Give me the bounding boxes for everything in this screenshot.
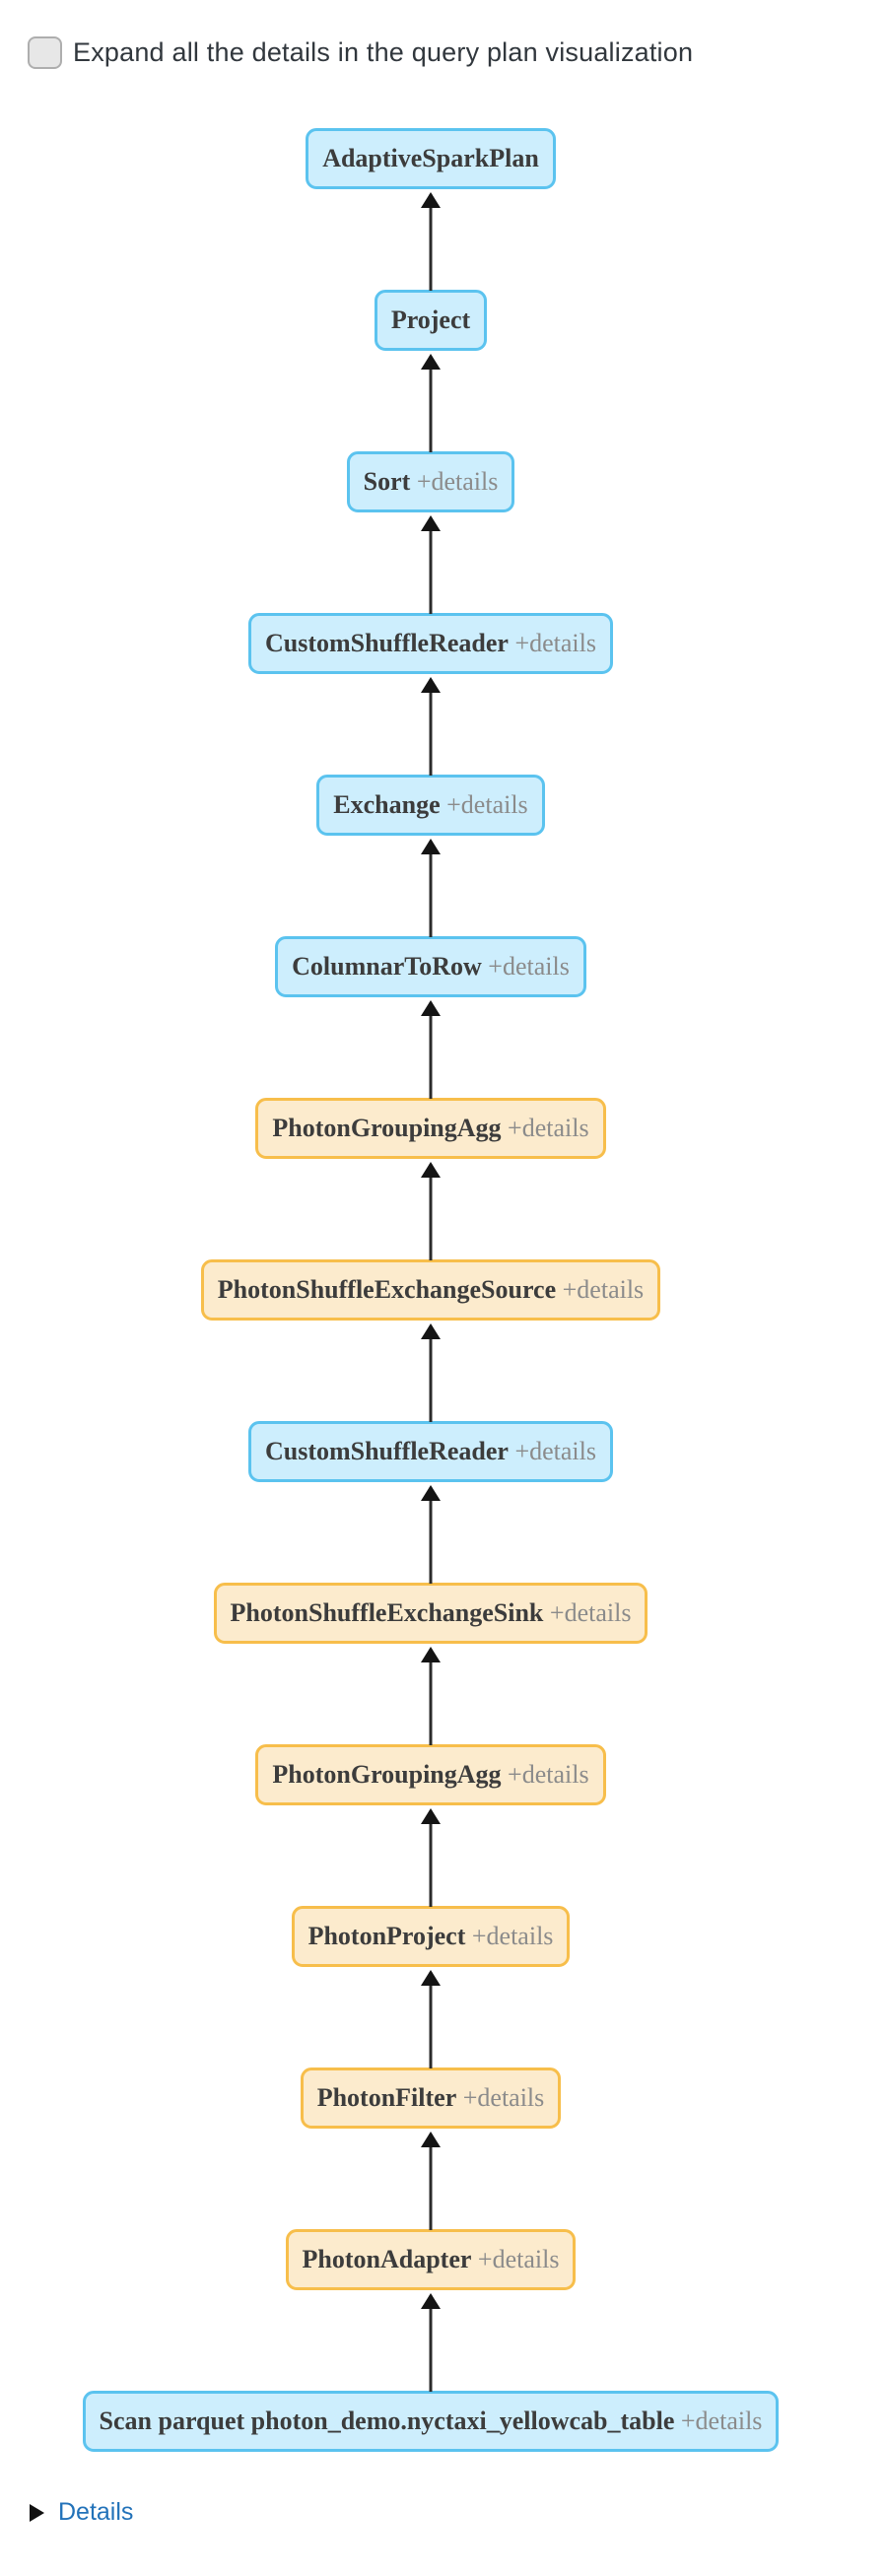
node-details-toggle[interactable]: +details	[508, 1437, 597, 1465]
plan-edge	[418, 1321, 444, 1422]
arrow-up-icon	[421, 192, 441, 208]
node-label: Scan parquet photon_demo.nyctaxi_yellowc…	[99, 2407, 675, 2435]
node-details-toggle[interactable]: +details	[556, 1275, 645, 1304]
node-label: Sort	[363, 467, 411, 496]
arrow-up-icon	[421, 839, 441, 854]
plan-edge	[418, 351, 444, 452]
node-details-toggle[interactable]: +details	[440, 790, 528, 819]
node-label: AdaptiveSparkPlan	[322, 144, 539, 172]
node-label: PhotonShuffleExchangeSource	[217, 1275, 557, 1304]
node-details-toggle[interactable]: +details	[471, 2245, 560, 2273]
node-details-toggle[interactable]: +details	[543, 1598, 632, 1627]
arrow-up-icon	[421, 677, 441, 693]
plan-edge	[418, 1644, 444, 1745]
arrow-up-icon	[421, 1162, 441, 1178]
plan-edge	[418, 2129, 444, 2230]
arrow-up-icon	[421, 1808, 441, 1824]
plan-edge	[418, 2290, 444, 2392]
node-label: PhotonProject	[307, 1922, 466, 1950]
plan-edge	[418, 1159, 444, 1260]
plan-node-columnartorow[interactable]: ColumnarToRow +details	[275, 936, 586, 997]
expand-all-label: Expand all the details in the query plan…	[73, 37, 694, 67]
node-details-toggle[interactable]: +details	[501, 1760, 589, 1789]
plan-edge	[418, 1482, 444, 1584]
edge-line	[429, 1002, 433, 1099]
edge-line	[429, 1649, 433, 1745]
plan-node-scan-parquet-photon-demo-nyctaxi-yellowcab-table[interactable]: Scan parquet photon_demo.nyctaxi_yellowc…	[82, 2391, 780, 2452]
node-label: PhotonFilter	[316, 2083, 457, 2112]
node-details-toggle[interactable]: +details	[465, 1922, 554, 1950]
arrow-up-icon	[421, 2293, 441, 2309]
plan-node-exchange[interactable]: Exchange +details	[316, 775, 545, 836]
node-details-toggle[interactable]: +details	[501, 1114, 589, 1142]
node-label: CustomShuffleReader	[264, 1437, 509, 1465]
plan-node-photonshuffleexchangesink[interactable]: PhotonShuffleExchangeSink +details	[213, 1583, 648, 1644]
plan-node-project[interactable]: Project	[374, 290, 488, 351]
node-details-toggle[interactable]: +details	[410, 467, 499, 496]
node-label: Project	[390, 305, 471, 334]
node-details-toggle[interactable]: +details	[674, 2407, 763, 2435]
arrow-up-icon	[421, 2132, 441, 2147]
edge-line	[429, 356, 433, 452]
node-details-toggle[interactable]: +details	[481, 952, 570, 981]
plan-node-photongroupingagg[interactable]: PhotonGroupingAgg +details	[255, 1744, 606, 1805]
expand-all-checkbox[interactable]	[28, 36, 62, 69]
plan-node-photonfilter[interactable]: PhotonFilter +details	[300, 2068, 562, 2129]
plan-edge	[418, 1967, 444, 2068]
node-details-toggle[interactable]: +details	[508, 629, 597, 657]
arrow-up-icon	[421, 1970, 441, 1986]
plan-edge	[418, 1805, 444, 1907]
edge-line	[429, 1164, 433, 1260]
plan-edge	[418, 836, 444, 937]
node-label: PhotonAdapter	[302, 2245, 472, 2273]
plan-edge	[418, 997, 444, 1099]
plan-node-customshufflereader[interactable]: CustomShuffleReader +details	[247, 613, 614, 674]
right-triangle-icon	[30, 2503, 44, 2522]
plan-node-adaptivesparkplan[interactable]: AdaptiveSparkPlan	[306, 128, 556, 189]
plan-node-customshufflereader[interactable]: CustomShuffleReader +details	[247, 1421, 614, 1482]
node-label: Exchange	[333, 790, 441, 819]
plan-node-photongroupingagg[interactable]: PhotonGroupingAgg +details	[255, 1098, 606, 1159]
edge-line	[429, 2295, 433, 2392]
node-label: PhotonShuffleExchangeSink	[230, 1598, 544, 1627]
edge-line	[429, 1487, 433, 1584]
plan-edge	[418, 189, 444, 291]
node-label: PhotonGroupingAgg	[272, 1114, 502, 1142]
node-details-toggle[interactable]: +details	[456, 2083, 545, 2112]
edge-line	[429, 1810, 433, 1907]
arrow-up-icon	[421, 1000, 441, 1016]
edge-line	[429, 679, 433, 776]
details-disclosure[interactable]: Details	[30, 2498, 133, 2527]
details-link-label: Details	[58, 2498, 134, 2526]
edge-line	[429, 517, 433, 614]
plan-node-photonproject[interactable]: PhotonProject +details	[291, 1906, 571, 1967]
node-label: ColumnarToRow	[292, 952, 482, 981]
arrow-up-icon	[421, 354, 441, 370]
edge-line	[429, 2134, 433, 2230]
arrow-up-icon	[421, 1323, 441, 1339]
plan-node-photonadapter[interactable]: PhotonAdapter +details	[285, 2229, 577, 2290]
arrow-up-icon	[421, 1485, 441, 1501]
edge-line	[429, 1325, 433, 1422]
edge-line	[429, 1972, 433, 2068]
plan-node-sort[interactable]: Sort +details	[346, 451, 515, 512]
plan-node-photonshuffleexchangesource[interactable]: PhotonShuffleExchangeSource +details	[200, 1259, 661, 1321]
arrow-up-icon	[421, 1647, 441, 1662]
expand-all-row: Expand all the details in the query plan…	[28, 36, 693, 69]
plan-edge	[418, 512, 444, 614]
edge-line	[429, 841, 433, 937]
edge-line	[429, 194, 433, 291]
plan-edge	[418, 674, 444, 776]
node-label: CustomShuffleReader	[264, 629, 509, 657]
node-label: PhotonGroupingAgg	[272, 1760, 502, 1789]
arrow-up-icon	[421, 515, 441, 531]
